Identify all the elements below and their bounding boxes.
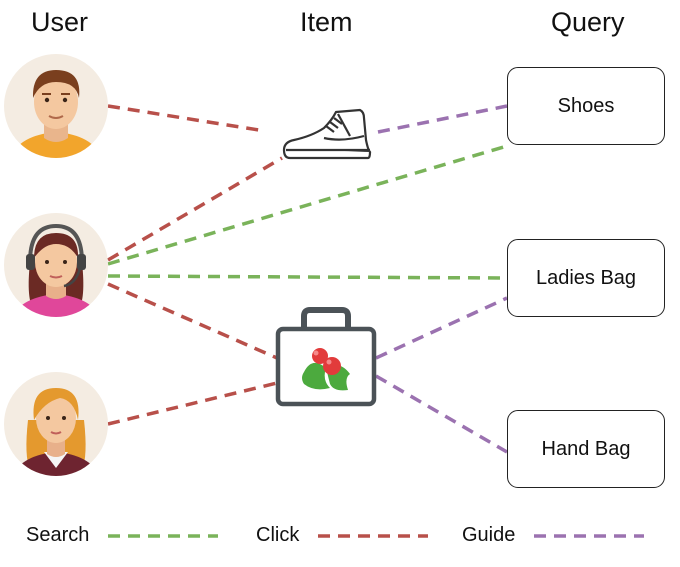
legend-guide-label: Guide: [462, 524, 516, 546]
query-node-shoes: Shoes: [507, 67, 665, 145]
legend-click-label: Click: [256, 524, 300, 546]
sneaker-icon: [282, 108, 372, 160]
search-edge-user2-shoes: [107, 144, 508, 266]
blonde-woman-avatar-icon: [4, 372, 108, 476]
guide-edge-shoe-shoes: [377, 104, 508, 134]
man-avatar-icon: [4, 54, 108, 158]
query-node-hand-bag: Hand Bag: [507, 410, 665, 488]
headset-woman-avatar-icon: [4, 213, 108, 317]
user-column-header: User: [31, 7, 89, 37]
search-edge-user2-ladiesbag: [107, 274, 508, 280]
query-label-shoes: Shoes: [557, 94, 615, 117]
click-edge-user2-bag: [107, 282, 278, 360]
shopping-bag-icon: [275, 307, 377, 407]
query-label-ladies-bag: Ladies Bag: [535, 266, 637, 289]
query-label-hand-bag: Hand Bag: [541, 437, 631, 460]
guide-edge-bag-ladiesbag: [375, 296, 508, 360]
item-column-header: Item: [300, 7, 353, 37]
query-column-header: Query: [551, 7, 625, 37]
click-edge-user3-bag: [107, 381, 278, 426]
guide-edge-bag-handbag: [375, 374, 508, 454]
legend-search-label: Search: [26, 524, 90, 546]
click-edge-user2-shoe: [107, 156, 283, 262]
click-edge-user1-shoe: [107, 104, 266, 133]
query-node-ladies-bag: Ladies Bag: [507, 239, 665, 317]
